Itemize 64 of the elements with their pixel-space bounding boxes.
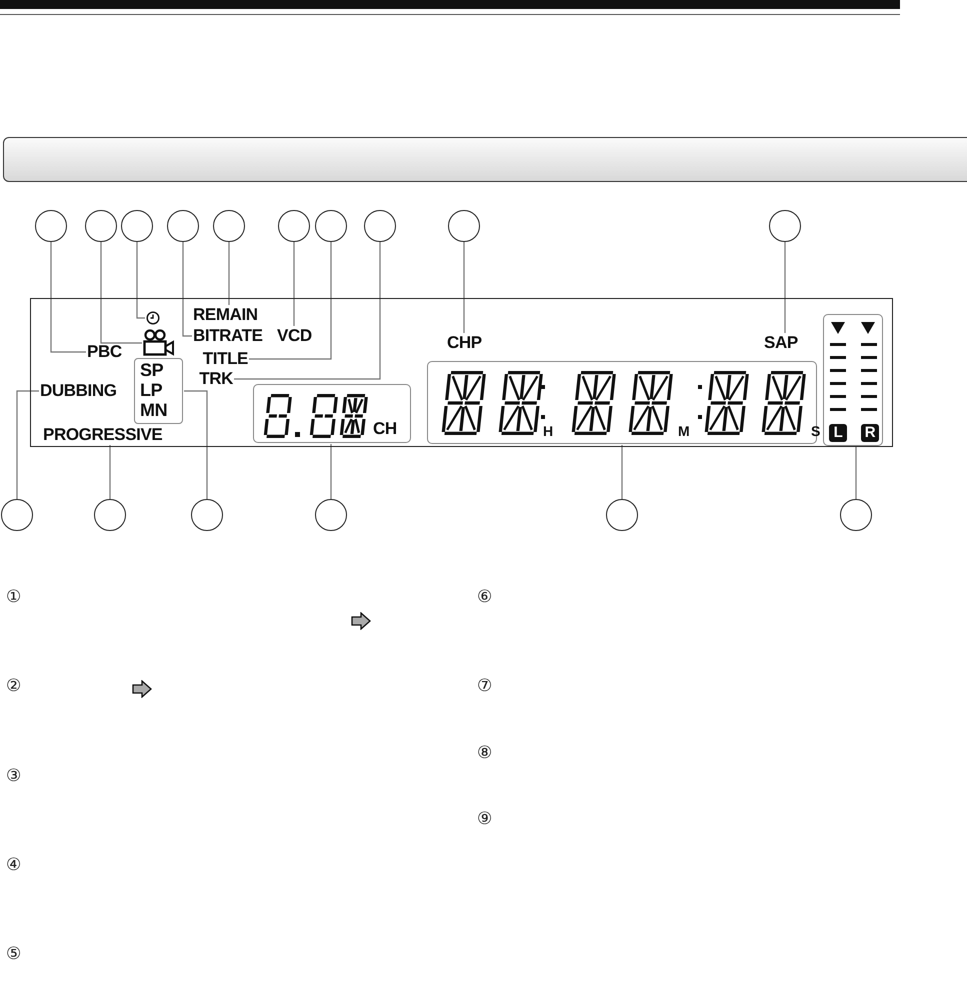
indicator-label: VCD bbox=[277, 327, 312, 345]
indicator-label: REMAIN bbox=[193, 306, 258, 324]
leader-line bbox=[136, 242, 145, 319]
display-panel bbox=[30, 298, 893, 447]
callout-circle bbox=[364, 210, 396, 242]
callout-circle bbox=[315, 210, 347, 242]
unit-label: S bbox=[811, 422, 820, 440]
indicator-label: LP bbox=[140, 381, 162, 399]
callout-circle bbox=[35, 210, 67, 242]
indicator-label: BITRATE bbox=[193, 327, 263, 345]
leader-line bbox=[784, 242, 786, 333]
callout-circle bbox=[278, 210, 310, 242]
callout-number: ① bbox=[6, 588, 21, 606]
callout-number: ⑨ bbox=[477, 810, 492, 828]
callout-circle bbox=[1, 499, 33, 531]
channel-badge: L bbox=[829, 424, 847, 442]
leader-line bbox=[293, 242, 295, 326]
callout-circle bbox=[121, 210, 153, 242]
indicator-label: SP bbox=[140, 361, 164, 379]
leader-line bbox=[184, 390, 208, 499]
clock-icon bbox=[146, 311, 160, 325]
leader-line bbox=[182, 242, 192, 337]
indicator-label: PROGRESSIVE bbox=[43, 426, 162, 444]
mode-indicator-box bbox=[134, 358, 183, 424]
callout-number: ④ bbox=[6, 856, 21, 874]
leader-line bbox=[234, 242, 381, 380]
leader-line bbox=[855, 447, 857, 499]
callout-number: ⑤ bbox=[6, 945, 21, 963]
leader-line bbox=[621, 445, 623, 499]
leader-line bbox=[50, 242, 86, 353]
leader-line bbox=[330, 444, 332, 499]
unit-label: CH bbox=[373, 420, 397, 438]
indicator-label: TRK bbox=[199, 370, 233, 388]
callout-number: ② bbox=[6, 677, 21, 695]
leader-line bbox=[249, 242, 332, 360]
unit-label: H bbox=[543, 422, 553, 440]
callout-circle bbox=[85, 210, 117, 242]
indicator-label: MN bbox=[140, 401, 168, 419]
indicator-label: CHP bbox=[447, 334, 482, 352]
unit-label: M bbox=[678, 422, 690, 440]
callout-number: ⑧ bbox=[477, 744, 492, 762]
callout-circle bbox=[840, 499, 872, 531]
callout-circle bbox=[94, 499, 126, 531]
leader-line bbox=[100, 242, 142, 344]
indicator-label: PBC bbox=[87, 343, 122, 361]
leader-line bbox=[109, 445, 111, 499]
leader-line bbox=[463, 242, 465, 333]
callout-number: ⑦ bbox=[477, 677, 492, 695]
leader-line bbox=[16, 390, 39, 499]
indicator-label: TITLE bbox=[202, 350, 248, 368]
callout-number: ⑥ bbox=[477, 588, 492, 606]
callout-number: ③ bbox=[6, 767, 21, 785]
callout-circle bbox=[448, 210, 480, 242]
callout-circle bbox=[606, 499, 638, 531]
callout-circle bbox=[213, 210, 245, 242]
indicator-label: DUBBING bbox=[40, 382, 117, 400]
callout-circle bbox=[315, 499, 347, 531]
callout-circle bbox=[167, 210, 199, 242]
callout-circle bbox=[769, 210, 801, 242]
indicator-label: SAP bbox=[764, 334, 798, 352]
video-camera-icon bbox=[143, 329, 175, 357]
channel-badge: R bbox=[861, 424, 879, 442]
leader-line bbox=[228, 242, 230, 305]
callout-circle bbox=[191, 499, 223, 531]
